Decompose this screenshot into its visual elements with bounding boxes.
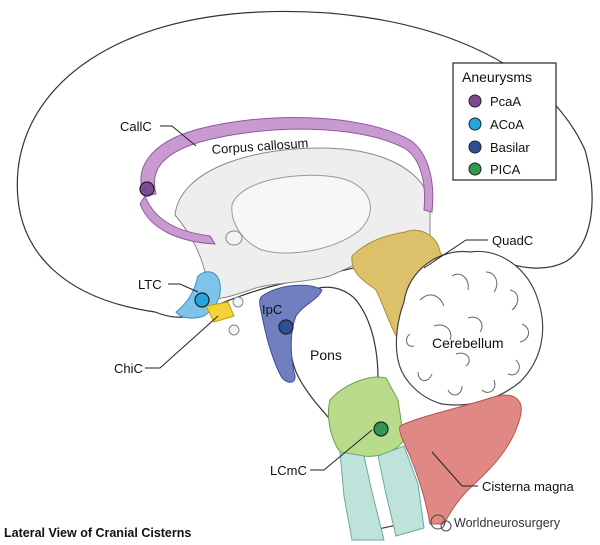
cerebellum-body: [395, 250, 544, 406]
pica-aneurysm-marker: [373, 421, 389, 437]
basilar-aneurysm-marker: [278, 319, 294, 335]
interpeduncular-cistern: [259, 284, 323, 383]
legend-title: Aneurysms: [462, 69, 532, 85]
spinal-cistern-right: [377, 445, 425, 537]
watermark-text: Worldneurosurgery: [454, 516, 561, 530]
watermark: Worldneurosurgery: [430, 514, 561, 532]
mammillary-node: [232, 296, 244, 308]
pituitary-node: [228, 324, 240, 336]
third-ventricle: [231, 174, 371, 254]
label-pons: Pons: [310, 347, 342, 363]
label-ipc: IpC: [262, 302, 282, 317]
legend: Aneurysms PcaA ACoA Basilar PICA: [452, 62, 557, 181]
label-cerebellum: Cerebellum: [432, 335, 504, 351]
label-callc: CallC: [120, 119, 152, 134]
wechat-logo-icon: [430, 514, 446, 530]
leader-lines: [145, 125, 488, 487]
legend-swatch-pica: [468, 162, 482, 176]
cerebellum-folia: [406, 271, 529, 396]
fornix-node: [225, 230, 243, 246]
chiasmatic-cistern: [205, 301, 235, 323]
legend-label-acoa: ACoA: [490, 117, 524, 132]
legend-swatch-pcaa: [468, 94, 482, 108]
callosal-cistern-tail: [139, 194, 216, 245]
callosal-cistern: [140, 117, 434, 213]
label-lcmc: LCmC: [270, 463, 307, 478]
label-quadc: QuadC: [492, 233, 533, 248]
acoa-aneurysm-marker: [194, 292, 210, 308]
legend-swatch-acoa: [468, 117, 482, 131]
label-chic: ChiC: [114, 361, 143, 376]
label-cisterna-magna: Cisterna magna: [482, 479, 575, 494]
cisterna-magna-shape: [399, 394, 522, 525]
label-ltc: LTC: [138, 277, 162, 292]
figure-caption: Lateral View of Cranial Cisterns: [4, 526, 191, 540]
pcaa-aneurysm-marker: [139, 181, 155, 197]
legend-label-basilar: Basilar: [490, 140, 530, 155]
wechat-logo-icon-inner: [440, 520, 452, 532]
legend-label-pcaa: PcaA: [490, 94, 521, 109]
legend-label-pica: PICA: [490, 162, 521, 177]
legend-swatch-basilar: [468, 140, 482, 154]
label-corpus-callosum: Corpus callosum: [211, 135, 309, 157]
spinal-cistern: [339, 451, 385, 541]
